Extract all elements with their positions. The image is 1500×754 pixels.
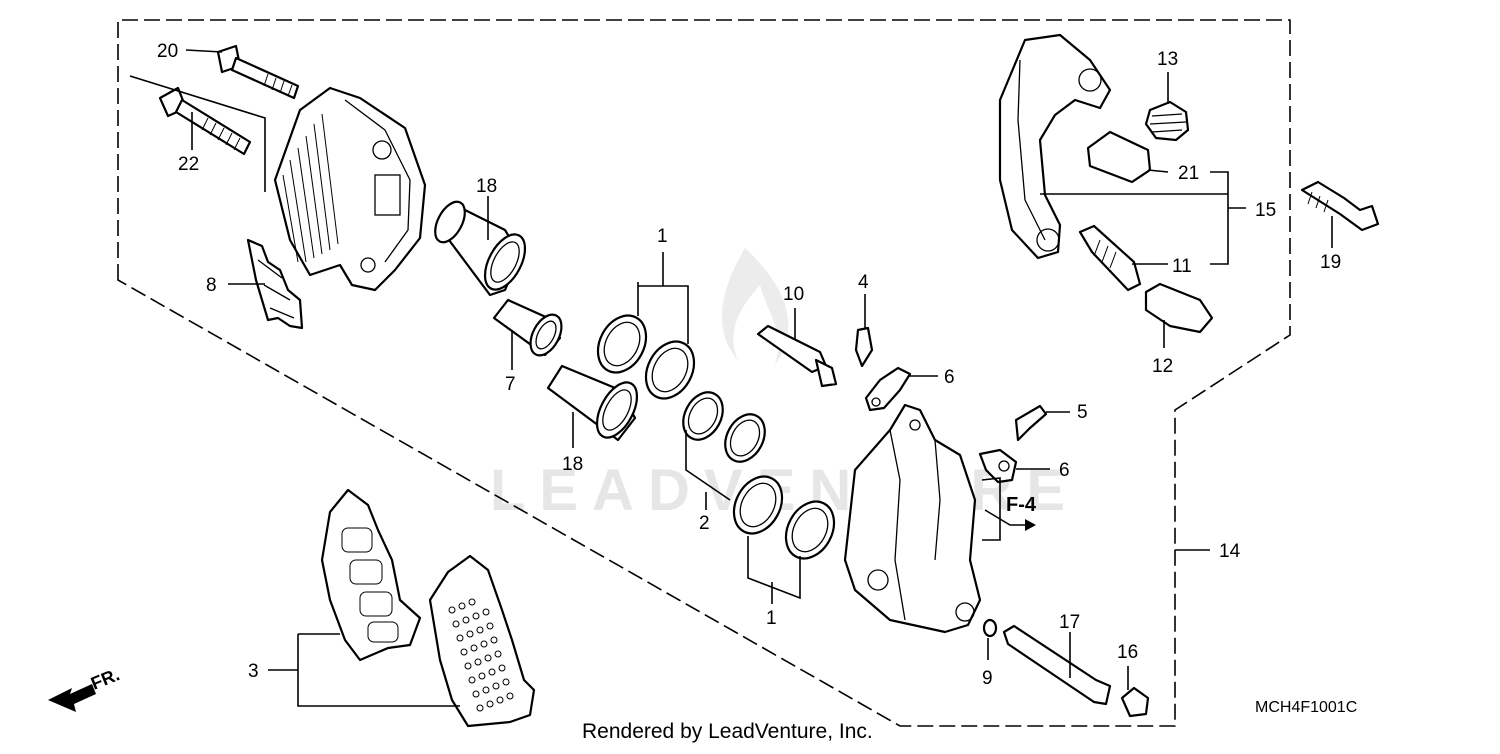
front-label: FR. bbox=[88, 664, 122, 693]
caliper-bracket-15 bbox=[998, 33, 1112, 260]
bleeder-cap-6-lower bbox=[978, 448, 1018, 484]
bleeder-cap-6-upper bbox=[864, 366, 912, 412]
plug-16 bbox=[1120, 686, 1150, 718]
credit-text: Rendered by LeadVenture, Inc. bbox=[582, 720, 873, 743]
leader-lines bbox=[129, 49, 1333, 707]
reference-label: F-4 bbox=[1006, 494, 1037, 516]
callout-6-lower: 6 bbox=[1059, 460, 1070, 481]
callout-22: 22 bbox=[178, 154, 199, 175]
callout-16: 16 bbox=[1117, 642, 1138, 663]
boot-13 bbox=[1144, 100, 1190, 142]
bleeder-5 bbox=[1014, 404, 1048, 442]
callout-labels: 20 22 8 18 7 18 1 2 1 10 4 6 5 6 9 17 16… bbox=[157, 41, 1341, 689]
callout-4: 4 bbox=[858, 272, 869, 293]
pin-17 bbox=[1002, 624, 1112, 706]
bolt-22 bbox=[158, 86, 252, 156]
callout-19: 19 bbox=[1320, 252, 1341, 273]
callout-18-lower: 18 bbox=[562, 454, 583, 475]
pad-pin-10 bbox=[756, 324, 838, 388]
callout-9: 9 bbox=[982, 668, 993, 689]
callout-14: 14 bbox=[1219, 541, 1241, 562]
diagram-code: MCH4F1001C bbox=[1255, 699, 1357, 716]
callout-8: 8 bbox=[206, 275, 217, 296]
callout-3: 3 bbox=[248, 661, 259, 682]
callout-21: 21 bbox=[1178, 163, 1199, 184]
callout-12: 12 bbox=[1152, 356, 1173, 377]
bolt-19 bbox=[1300, 180, 1380, 232]
piston-18-lower bbox=[546, 364, 639, 442]
callout-10: 10 bbox=[783, 284, 804, 305]
callout-11: 11 bbox=[1172, 256, 1192, 277]
reference-f4: F-4 bbox=[984, 494, 1037, 531]
callout-1-upper: 1 bbox=[657, 226, 668, 247]
assembly-boundary bbox=[117, 19, 1291, 727]
front-arrow: FR. bbox=[48, 664, 122, 712]
piston-seals-upper bbox=[596, 314, 766, 463]
callout-1-lower: 1 bbox=[766, 608, 777, 629]
callout-2: 2 bbox=[699, 513, 710, 534]
piston-7 bbox=[492, 298, 563, 357]
callout-13: 13 bbox=[1157, 49, 1178, 70]
callout-20: 20 bbox=[157, 41, 178, 62]
piston-seals-lower bbox=[732, 475, 836, 560]
callout-5: 5 bbox=[1077, 402, 1088, 423]
boot-12 bbox=[1144, 282, 1214, 334]
callout-18-upper: 18 bbox=[476, 176, 497, 197]
brake-pad-3b bbox=[428, 554, 536, 728]
bleeder-4 bbox=[854, 326, 874, 368]
caliper-body-left bbox=[273, 86, 427, 292]
callout-7: 7 bbox=[505, 374, 516, 395]
pin-11 bbox=[1078, 224, 1142, 292]
caliper-body-right bbox=[843, 403, 982, 634]
brake-pad-3a bbox=[320, 488, 422, 662]
callout-17: 17 bbox=[1059, 612, 1080, 633]
piston-18-upper bbox=[434, 200, 527, 297]
callout-6-upper: 6 bbox=[944, 367, 955, 388]
retainer-21 bbox=[1086, 130, 1152, 184]
washer-9 bbox=[982, 618, 998, 638]
callout-15: 15 bbox=[1255, 200, 1276, 221]
bolt-20 bbox=[216, 44, 300, 100]
